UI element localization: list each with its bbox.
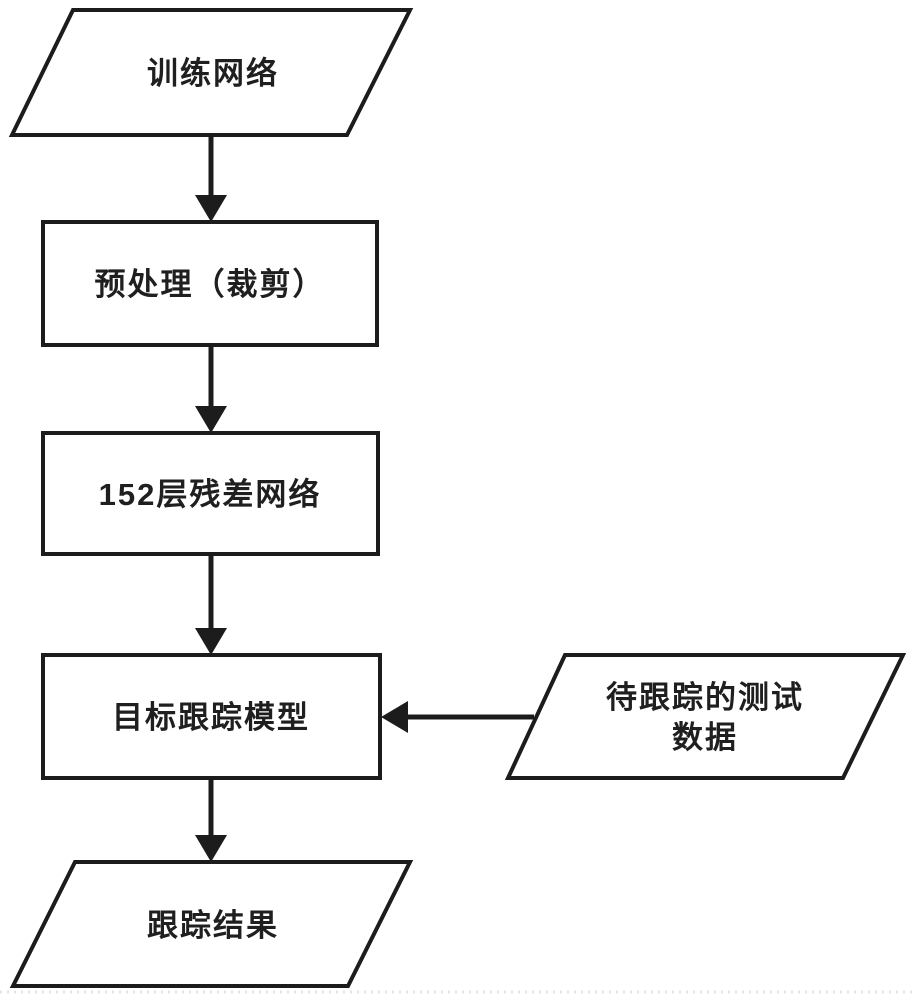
test-data-label-line1: 待跟踪的测试 — [606, 680, 804, 715]
arrow-down-icon — [195, 195, 227, 222]
node-train-network: 训练网络 — [8, 8, 414, 137]
tracking-model-rectangle — [41, 653, 382, 780]
node-resnet152: 152层残差网络 — [41, 431, 380, 556]
preprocess-rectangle — [41, 220, 379, 347]
resnet152-rectangle — [41, 431, 380, 556]
arrow-down-icon — [195, 628, 227, 655]
test-data-label-line2: 数据 — [672, 720, 738, 755]
node-tracking-model: 目标跟踪模型 — [41, 653, 382, 780]
train-network-label: 训练网络 — [147, 56, 279, 91]
test-data-parallelogram — [504, 653, 907, 780]
node-tracking-result: 跟踪结果 — [9, 860, 414, 988]
node-test-data: 待跟踪的测试 数据 — [504, 653, 907, 780]
arrow-testdata-to-model — [381, 701, 534, 733]
arrow-down-icon — [195, 835, 227, 862]
tracking-result-label: 跟踪结果 — [147, 908, 279, 943]
arrow-model-to-result — [195, 778, 227, 862]
arrow-train-to-preprocess — [195, 135, 227, 222]
arrow-preprocess-to-resnet — [195, 345, 227, 433]
preprocess-label: 预处理（裁剪） — [95, 267, 326, 302]
node-preprocess: 预处理（裁剪） — [41, 220, 379, 347]
train-network-parallelogram — [8, 8, 414, 137]
arrow-down-icon — [195, 406, 227, 433]
resnet152-label: 152层残差网络 — [99, 477, 322, 512]
tracking-model-label: 目标跟踪模型 — [112, 700, 310, 735]
tracking-result-parallelogram — [9, 860, 414, 988]
arrow-left-icon — [381, 701, 408, 733]
arrow-resnet-to-model — [195, 554, 227, 655]
